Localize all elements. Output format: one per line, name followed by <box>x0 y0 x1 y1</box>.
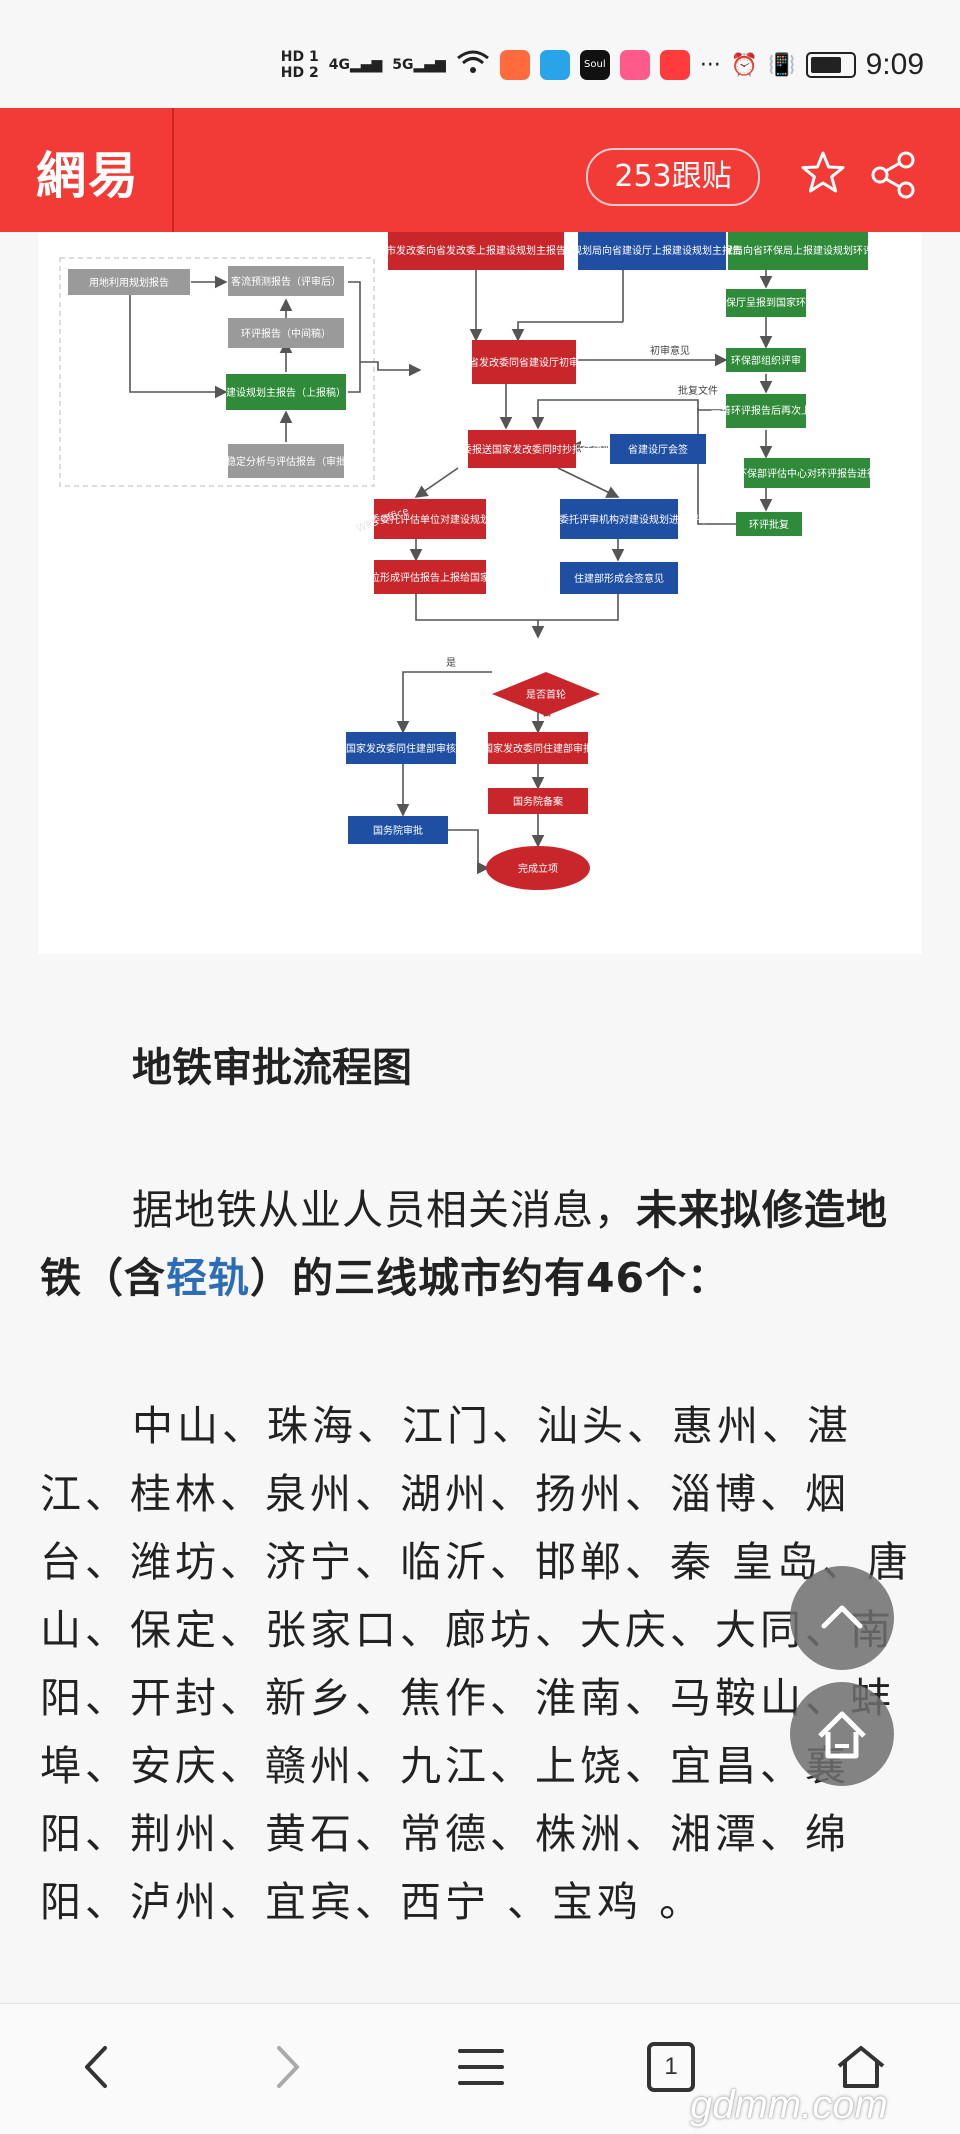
node-first-round: 是否首轮 <box>526 688 566 701</box>
more-notifications-icon: ··· <box>699 52 721 78</box>
app-notification-icon <box>539 50 570 80</box>
red-nodes: 市发改委向省发改委上报建设规划主报告 省发改委同省建设厅初审 省发改委报送国家发… <box>330 232 612 890</box>
home-icon <box>818 1711 866 1759</box>
comments-button[interactable]: 253跟贴 <box>586 148 760 206</box>
dashed-group <box>59 257 375 487</box>
node-complete: 完成立项 <box>518 862 558 875</box>
node-state-council-approve: 国务院审批 <box>373 824 423 837</box>
site-watermark: gdmm.com <box>690 2083 888 2127</box>
soul-app-icon: Soul <box>579 50 610 80</box>
intro-bold-text-2: ）的三线城市约有46个： <box>250 1254 730 1302</box>
node-state-council-record: 国务院备案 <box>513 795 563 808</box>
node-city-planning: 市规划局向省建设厅上报建设规划主报告 <box>562 244 742 257</box>
netease-logo[interactable]: 網易 <box>36 146 140 205</box>
clock: 9:09 <box>865 48 924 81</box>
scroll-to-top-button[interactable] <box>790 1566 894 1670</box>
node-main-report: 建设规划主报告（上报稿） <box>226 386 346 399</box>
flow-lines <box>129 270 773 875</box>
node-eval-report: 评估单位形成评估报告上报给国家发改委 <box>340 571 520 584</box>
home-button[interactable] <box>826 2032 896 2102</box>
back-button[interactable] <box>62 2032 132 2102</box>
node-provincial-env: 省环保厅呈报到国家环保部 <box>706 296 826 309</box>
net1-label: 4G <box>328 57 350 73</box>
node-provincial-review: 省发改委同省建设厅初审 <box>469 356 579 369</box>
node-env-review: 环保部组织评审 <box>731 354 801 367</box>
chevron-left-icon <box>85 2046 107 2088</box>
node-land-use: 用地利用规划报告 <box>89 276 169 289</box>
app-notification-icon <box>499 50 530 80</box>
intro-bold-text: 未来拟修造地铁（含 <box>40 1186 888 1302</box>
home-shortcut-button[interactable] <box>790 1682 894 1786</box>
node-mohurd-entrust: 住建部委托评审机构对建设规划进行评审 <box>529 513 709 526</box>
app-notification-icon <box>619 50 650 80</box>
share-icon[interactable] <box>868 150 918 200</box>
node-social-stability: 社会稳定分析与评估报告（审批后） <box>206 455 366 468</box>
node-ndrc-approve: 国家发改委同住建部审批 <box>483 742 593 755</box>
home-outline-icon <box>837 2046 885 2088</box>
browser-bottom-nav: 1 gdmm.com <box>0 2003 960 2134</box>
node-improve-eia: 完善环评报告后再次上报 <box>711 404 821 417</box>
header-divider <box>172 108 174 232</box>
light-rail-link[interactable]: 轻轨 <box>166 1254 250 1302</box>
alarm-icon: ⏰ <box>730 52 759 78</box>
favorite-star-icon[interactable] <box>800 150 846 196</box>
chevron-up-icon <box>821 1605 863 1629</box>
battery-icon <box>805 52 856 78</box>
status-bar: HD 1 HD 2 4G▂▄▆ 5G▂▄▆ Soul ··· ⏰ 📳 9:09 <box>0 0 960 108</box>
tabs-button[interactable]: 1 <box>636 2032 706 2102</box>
node-eia-approval: 环评批复 <box>749 518 789 531</box>
vibrate-icon: 📳 <box>768 52 796 78</box>
article-paragraph-intro: 据地铁从业人员相关消息，未来拟修造地铁（含轻轨）的三线城市约有46个： <box>40 1176 920 1312</box>
hd-indicator: HD 1 HD 2 <box>281 49 319 81</box>
chevron-right-icon <box>277 2046 299 2088</box>
node-mohurd-opinion: 住建部形成会签意见 <box>574 572 664 585</box>
approval-flowchart-image[interactable]: 初审意见 批复文件 是 否 用地利用规划报告 客流预测报告（评审后） 环评报告（… <box>38 232 922 954</box>
blue-nodes: 市规划局向省建设厅上报建设规划主报告 省建设厅会签 住建部委托评审机构对建设规划… <box>346 232 742 844</box>
menu-button[interactable] <box>446 2032 516 2102</box>
yes-label: 是 <box>446 657 456 669</box>
approval-doc-label: 批复文件 <box>678 384 718 397</box>
node-env-center: 委托环保部评估中心对环评报告进行评审 <box>717 467 897 480</box>
node-ndrc-entrust: 国家发改委委托评估单位对建设规划进行评审 <box>330 513 530 526</box>
node-city-ndrc: 市发改委向省发改委上报建设规划主报告 <box>386 244 566 257</box>
app-header: 網易 253跟贴 <box>0 108 960 232</box>
node-eia-draft: 环评报告（中间稿） <box>241 327 331 340</box>
initial-review-label: 初审意见 <box>650 344 690 357</box>
tab-count: 1 <box>647 2042 695 2092</box>
green-nodes: 建设规划主报告（上报稿） 市环保局向省环保局上报建设规划环评报告 省环保厅呈报到… <box>226 232 897 536</box>
app-notification-icon <box>659 50 690 80</box>
article-heading: 地铁审批流程图 <box>132 1045 412 1091</box>
hd2-label: HD 2 <box>280 65 319 81</box>
net2-label: 5G <box>392 57 414 73</box>
signal-5g-icon: 5G▂▄▆ <box>392 57 446 73</box>
node-ndrc-audit: 国家发改委同住建部审核 <box>346 742 456 755</box>
gray-nodes: 用地利用规划报告 客流预测报告（评审后） 环评报告（中间稿） 社会稳定分析与评估… <box>68 266 366 478</box>
node-passenger-flow: 客流预测报告（评审后） <box>231 275 341 288</box>
signal-4g-icon: 4G▂▄▆ <box>328 57 383 73</box>
intro-text: 据地铁从业人员相关消息， <box>132 1186 636 1234</box>
article-paragraph-cities: 中山、珠海、江门、汕头、惠州、湛江、桂林、泉州、湖州、扬州、淄博、烟台、潍坊、济… <box>40 1402 913 1926</box>
hd1-label: HD 1 <box>280 49 319 65</box>
node-city-env-bureau: 市环保局向省环保局上报建设规划环评报告 <box>703 244 893 257</box>
node-construction-sign: 省建设厅会签 <box>628 443 688 456</box>
menu-icon <box>458 2049 504 2085</box>
forward-button[interactable] <box>252 2032 322 2102</box>
wifi-icon <box>456 49 490 81</box>
node-submit-ndrc: 省发改委报送国家发改委同时抄报住建部 <box>432 443 612 456</box>
status-icons: HD 1 HD 2 4G▂▄▆ 5G▂▄▆ Soul ··· ⏰ 📳 9:09 <box>281 48 924 82</box>
